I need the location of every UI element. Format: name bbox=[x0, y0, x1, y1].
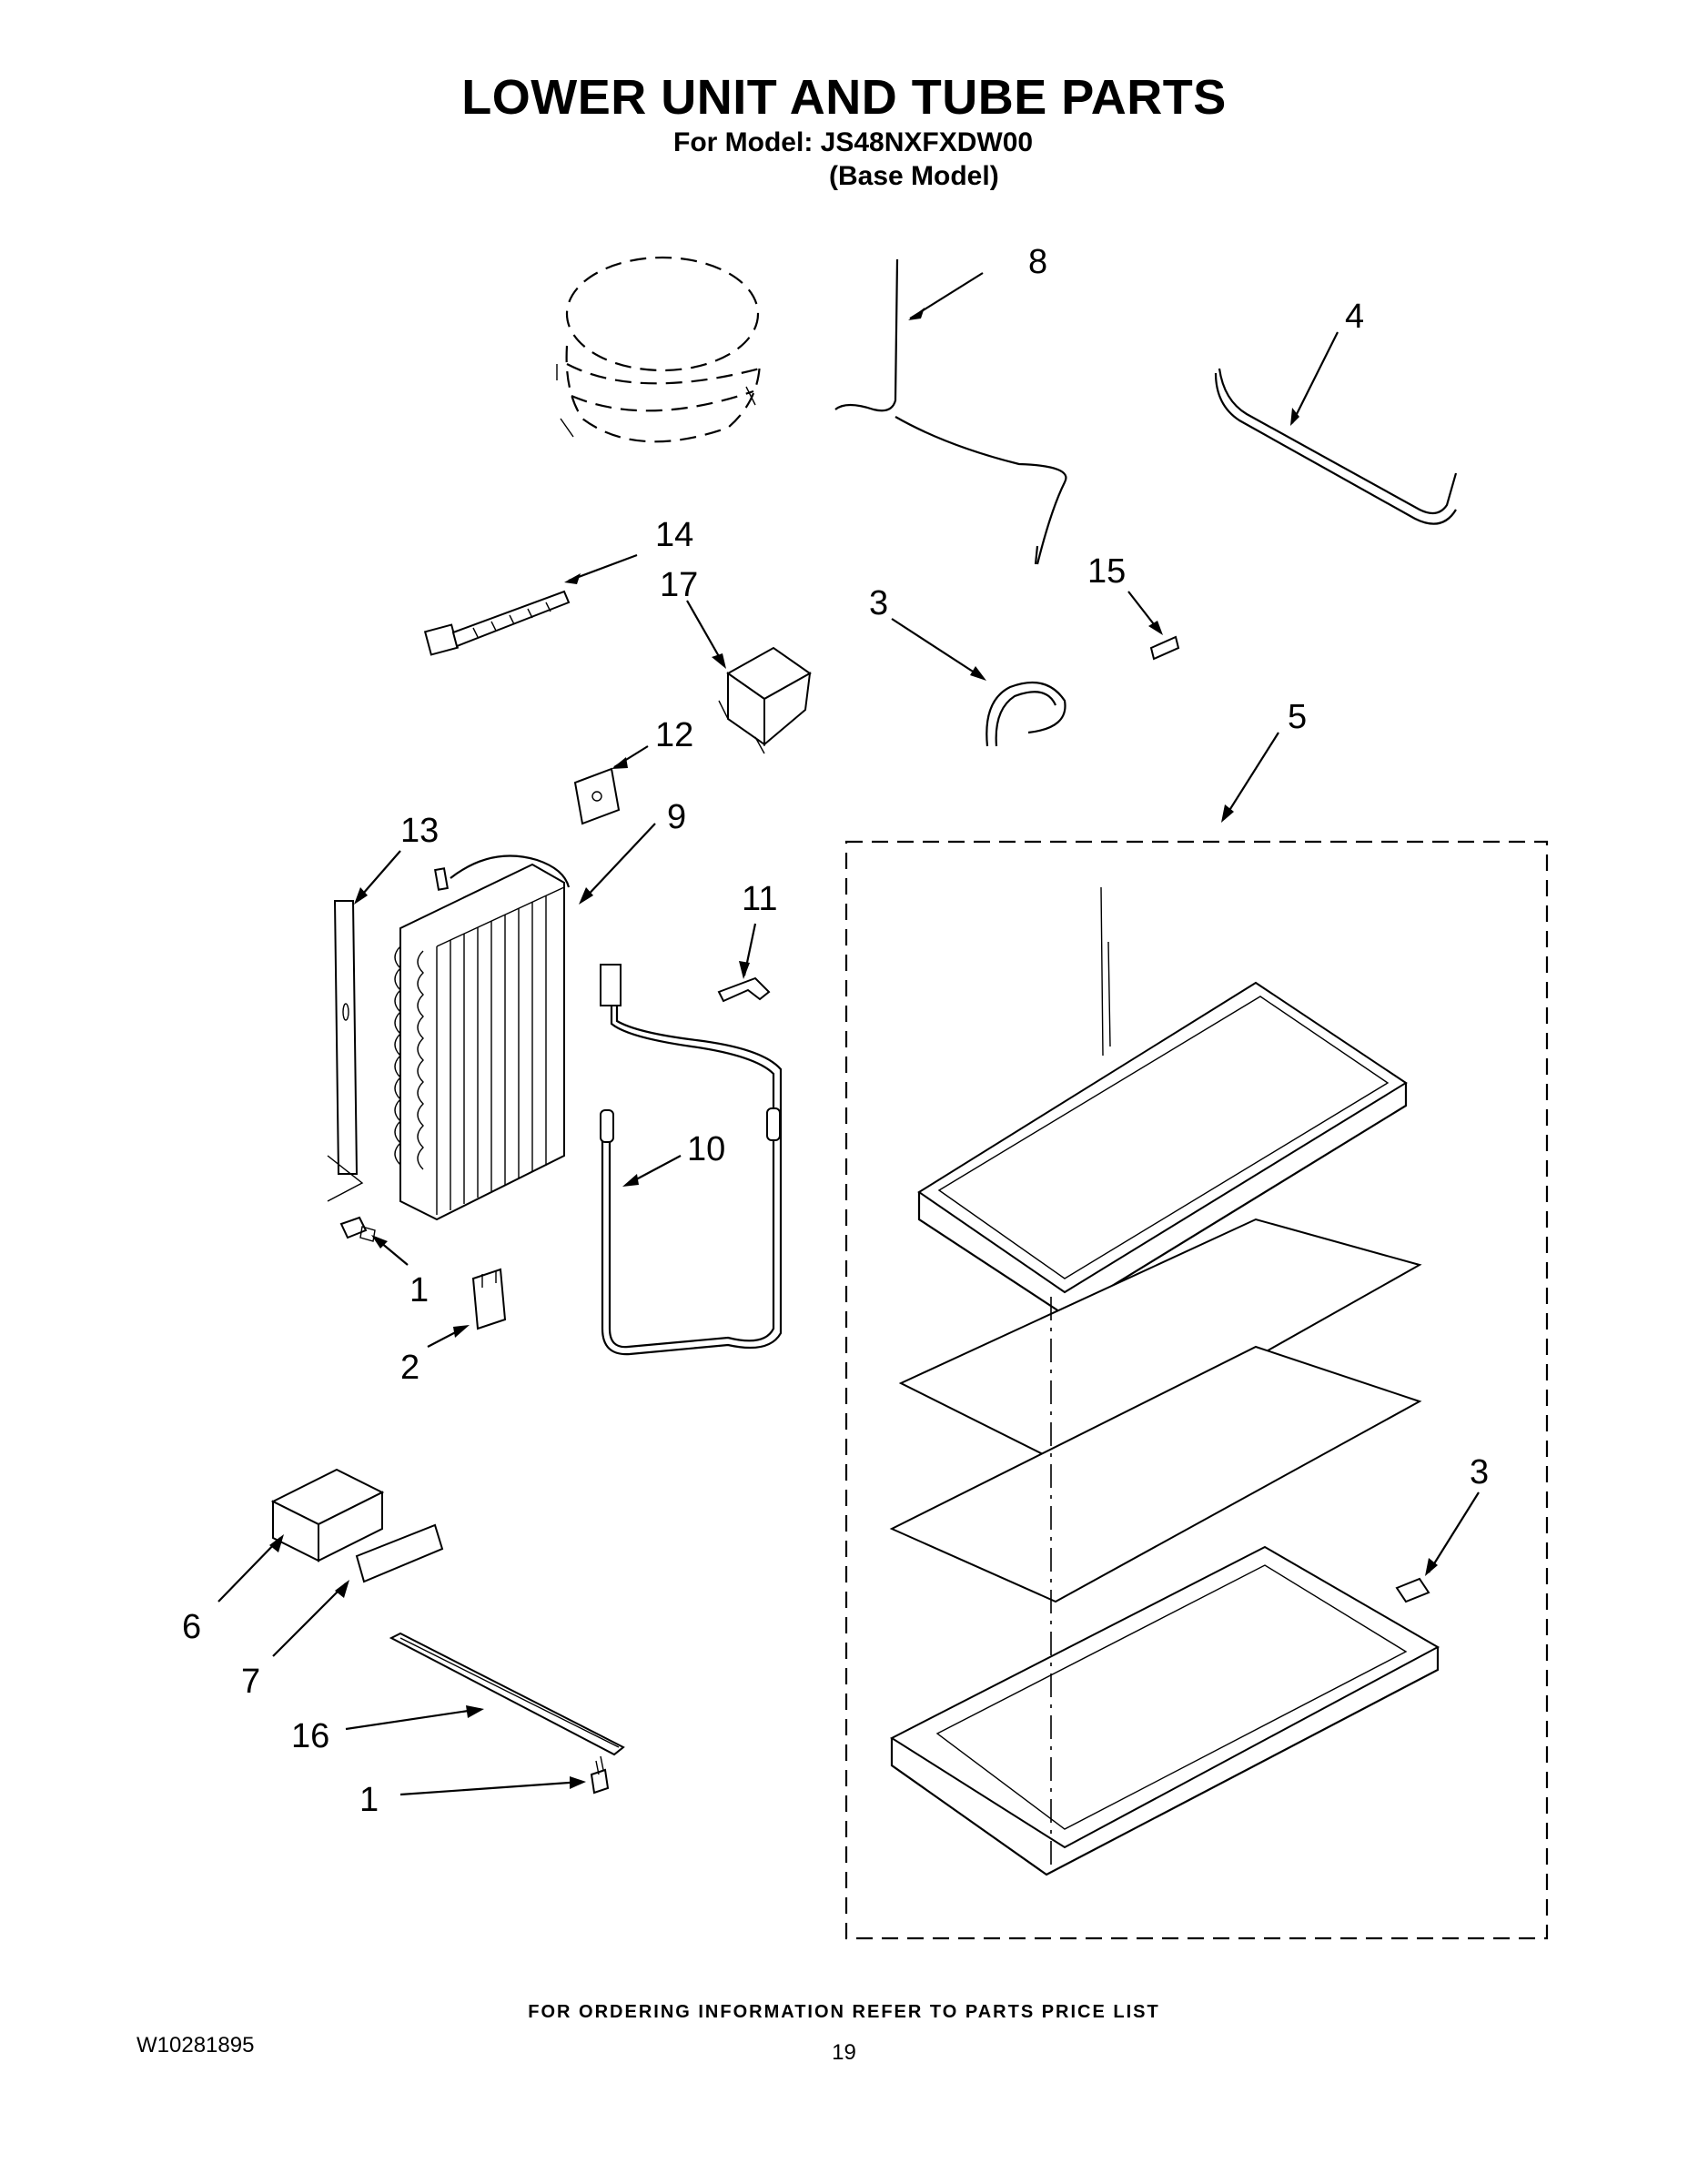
part-10-heater bbox=[600, 964, 783, 1356]
part-12-plate bbox=[573, 745, 649, 825]
part-5-drain-pan-assembly bbox=[844, 732, 1549, 1940]
part-16-rail bbox=[345, 1632, 625, 1756]
callout-label: 9 bbox=[667, 798, 686, 836]
callout-label: 1 bbox=[409, 1271, 429, 1309]
callout-label: 2 bbox=[400, 1349, 419, 1387]
callout-label: 3 bbox=[1470, 1453, 1489, 1491]
callout-label: 1 bbox=[359, 1781, 379, 1819]
callout-label: 16 bbox=[291, 1717, 329, 1755]
callout-label: 15 bbox=[1087, 552, 1126, 591]
document-number: W10281895 bbox=[136, 2033, 255, 2058]
ordering-note: FOR ORDERING INFORMATION REFER TO PARTS … bbox=[528, 2002, 1160, 2022]
part-14-cable-tie bbox=[423, 553, 638, 656]
part-1-screw-upper bbox=[339, 1216, 409, 1266]
part-8-tube bbox=[834, 258, 1067, 565]
part-15-clip bbox=[1127, 591, 1180, 661]
callout-label: 6 bbox=[182, 1608, 201, 1646]
callout-label: 13 bbox=[400, 812, 439, 850]
part-11-clip bbox=[717, 923, 771, 1003]
callout-label: 17 bbox=[660, 566, 698, 604]
part-6-housing bbox=[217, 1468, 385, 1603]
part-2-bracket bbox=[427, 1268, 507, 1348]
callout-label: 11 bbox=[742, 880, 777, 918]
callout-label: 14 bbox=[655, 516, 693, 554]
callout-label: 7 bbox=[241, 1663, 260, 1701]
model-number: For Model: JS48NXFXDW00 bbox=[673, 127, 1034, 157]
callout-label: 3 bbox=[869, 584, 888, 622]
model-variant: (Base Model) bbox=[829, 161, 999, 191]
page-number: 19 bbox=[832, 2040, 856, 2065]
callout-label: 12 bbox=[655, 716, 693, 754]
callout-label: 8 bbox=[1028, 243, 1047, 281]
callout-label: 4 bbox=[1345, 298, 1364, 336]
part-1-screw-lower bbox=[399, 1755, 610, 1796]
part-7-plate bbox=[272, 1523, 444, 1657]
part-17-bracket bbox=[686, 600, 812, 754]
compressor-outline bbox=[556, 256, 762, 443]
page-title: LOWER UNIT AND TUBE PARTS bbox=[461, 70, 1227, 125]
callout-label: 10 bbox=[687, 1130, 725, 1168]
part-9-evaporator bbox=[394, 823, 656, 1221]
part-4-tube bbox=[1214, 331, 1458, 525]
part-3-tube-bend bbox=[891, 618, 1066, 747]
callout-label: 5 bbox=[1288, 698, 1307, 736]
part-13-strip bbox=[327, 850, 401, 1202]
